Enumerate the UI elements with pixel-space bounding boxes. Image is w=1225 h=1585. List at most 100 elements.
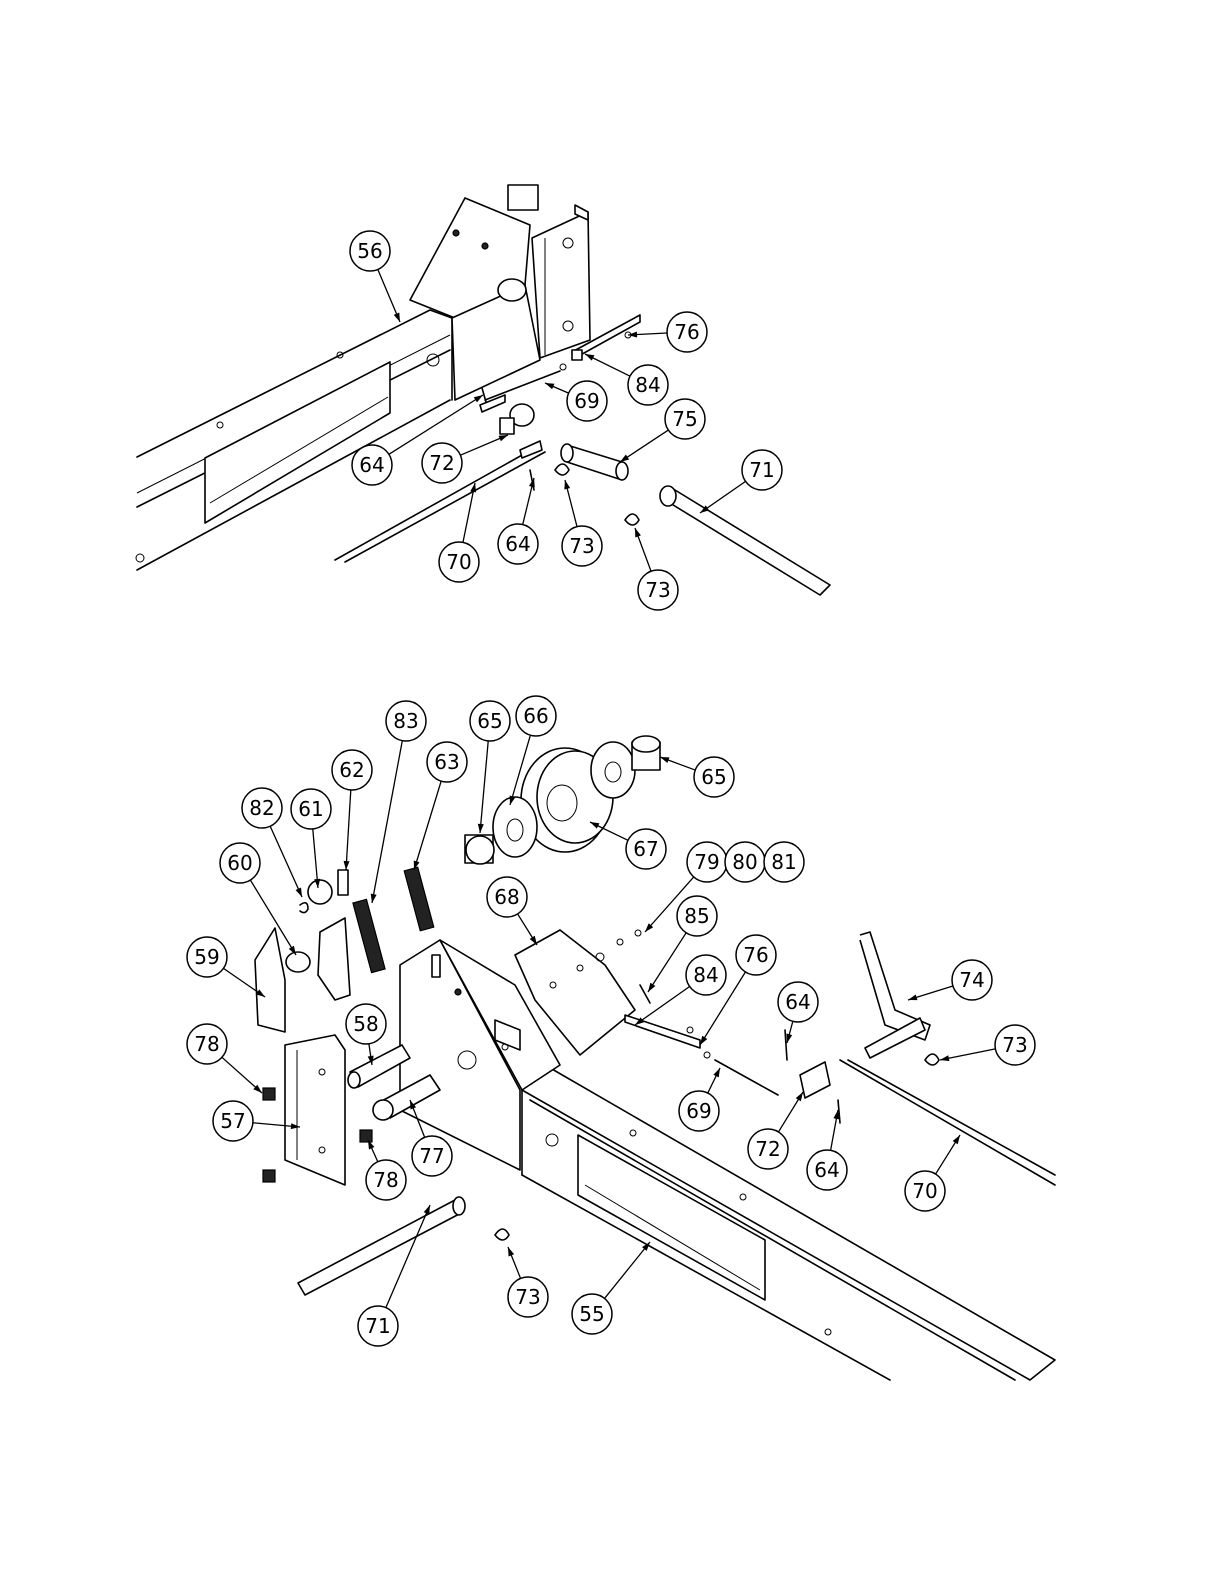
leader-arrowhead — [648, 983, 655, 992]
leader-arrowhead — [700, 1036, 707, 1045]
leader-arrowhead — [499, 435, 508, 441]
leader-arrowhead — [371, 894, 377, 903]
callout-diagram.top_view_callouts.0: 56 — [350, 231, 400, 322]
callout-diagram.bottom_view_callouts.21: 73 — [940, 1025, 1035, 1065]
callout-number: 73 — [1002, 1033, 1027, 1057]
callout-number: 64 — [359, 453, 384, 477]
callout-number: 73 — [569, 534, 594, 558]
callout-number: 76 — [674, 320, 699, 344]
callout-number: 82 — [249, 796, 274, 820]
leader-arrowhead — [660, 757, 669, 763]
leader-line — [346, 790, 351, 870]
callout-diagram.bottom_view_callouts.16: 74 — [908, 960, 992, 1000]
callout-diagram.top_view_callouts.7: 71 — [700, 450, 782, 513]
callout-diagram.bottom_view_callouts.27: 78 — [366, 1140, 406, 1200]
callout-number: 61 — [298, 797, 323, 821]
callout-number: 76 — [743, 943, 768, 967]
leader-arrowhead — [530, 936, 537, 945]
callout-number: 69 — [686, 1099, 711, 1123]
callout-number: 65 — [701, 765, 726, 789]
callout-diagram.bottom_view_callouts.7: 61 — [291, 789, 331, 888]
leader-line — [372, 741, 402, 903]
callout-number: 78 — [194, 1032, 219, 1056]
callout-number: 57 — [220, 1109, 245, 1133]
callout-number: 60 — [227, 851, 252, 875]
callout-number: 68 — [494, 885, 519, 909]
callout-number: 73 — [645, 578, 670, 602]
callout-number: 71 — [749, 458, 774, 482]
callout-number: 69 — [574, 389, 599, 413]
leader-arrowhead — [564, 480, 570, 489]
callout-number: 70 — [446, 550, 471, 574]
callout-diagram.bottom_view_callouts.32: 55 — [572, 1242, 650, 1334]
rod-71 — [298, 1197, 509, 1295]
frame-tube-55 — [522, 1065, 1055, 1380]
callout-diagram.top_view_callouts.9: 64 — [498, 478, 538, 564]
callout-number: 70 — [912, 1179, 937, 1203]
callout-diagram.bottom_view_callouts.5: 62 — [332, 750, 372, 870]
leader-arrowhead — [344, 861, 350, 870]
callout-number: 64 — [785, 990, 810, 1014]
callout-diagram.bottom_view_callouts.31: 73 — [508, 1247, 548, 1317]
plate-57 — [263, 1035, 372, 1185]
callout-diagram.bottom_view_callouts.25: 72 — [748, 1092, 803, 1169]
leader-arrowhead — [424, 1205, 430, 1214]
callout-number: 84 — [693, 963, 718, 987]
callout-number: 56 — [357, 239, 382, 263]
leader-arrowhead — [508, 1247, 514, 1256]
leader-arrowhead — [713, 1068, 720, 1077]
callout-diagram.bottom_view_callouts.12: 81 — [764, 842, 804, 882]
callout-number: 65 — [477, 709, 502, 733]
leader-line — [480, 741, 488, 833]
callout-diagram.top_view_callouts.10: 73 — [562, 480, 602, 566]
callout-number: 80 — [732, 850, 757, 874]
callout-diagram.bottom_view_callouts.3: 63 — [414, 742, 467, 870]
callout-number: 72 — [429, 451, 454, 475]
leader-line — [270, 826, 302, 897]
callout-diagram.bottom_view_callouts.24: 69 — [679, 1068, 720, 1131]
callout-diagram.top_view_callouts.11: 73 — [635, 528, 678, 610]
leader-arrowhead — [545, 383, 554, 389]
leader-line — [648, 933, 686, 992]
callout-number: 83 — [393, 709, 418, 733]
head-plate — [410, 185, 590, 400]
leader-arrowhead — [585, 354, 594, 361]
callout-number: 62 — [339, 758, 364, 782]
leader-arrowhead — [796, 1092, 803, 1101]
top-assembly — [136, 185, 830, 595]
leader-arrowhead — [953, 1135, 960, 1144]
callout-number: 55 — [579, 1302, 604, 1326]
callout-number: 73 — [515, 1285, 540, 1309]
leader-arrowhead — [474, 395, 483, 402]
callout-number: 77 — [419, 1144, 444, 1168]
callout-number: 75 — [672, 407, 697, 431]
callout-diagram.bottom_view_callouts.15: 59 — [187, 937, 265, 997]
callout-diagram.top_view_callouts.3: 69 — [545, 381, 607, 421]
leader-arrowhead — [908, 994, 917, 1000]
callout-number: 79 — [694, 850, 719, 874]
leader-arrowhead — [296, 888, 302, 897]
callout-diagram.bottom_view_callouts.13: 68 — [487, 877, 537, 945]
callout-number: 85 — [684, 904, 709, 928]
left-arm-parts — [255, 870, 350, 1032]
callout-number: 67 — [633, 837, 658, 861]
callout-number: 64 — [814, 1158, 839, 1182]
callout-number: 59 — [194, 945, 219, 969]
callout-number: 64 — [505, 532, 530, 556]
callout-number: 63 — [434, 750, 459, 774]
leader-arrowhead — [478, 824, 484, 833]
leader-line — [605, 1242, 650, 1298]
callout-diagram.bottom_view_callouts.4: 65 — [660, 757, 734, 797]
callout-diagram.bottom_view_callouts.11: 80 — [725, 842, 765, 882]
callout-number: 81 — [771, 850, 796, 874]
callout-diagram.bottom_view_callouts.29: 70 — [905, 1135, 960, 1211]
callout-number: 84 — [635, 373, 660, 397]
callout-number: 58 — [353, 1012, 378, 1036]
leader-arrowhead — [635, 528, 641, 537]
leader-line — [414, 781, 441, 870]
callout-diagram.bottom_view_callouts.28: 64 — [807, 1110, 847, 1190]
leader-arrowhead — [620, 455, 629, 462]
frame-tube-56 — [136, 310, 452, 570]
callout-diagram.top_view_callouts.5: 72 — [422, 435, 508, 483]
